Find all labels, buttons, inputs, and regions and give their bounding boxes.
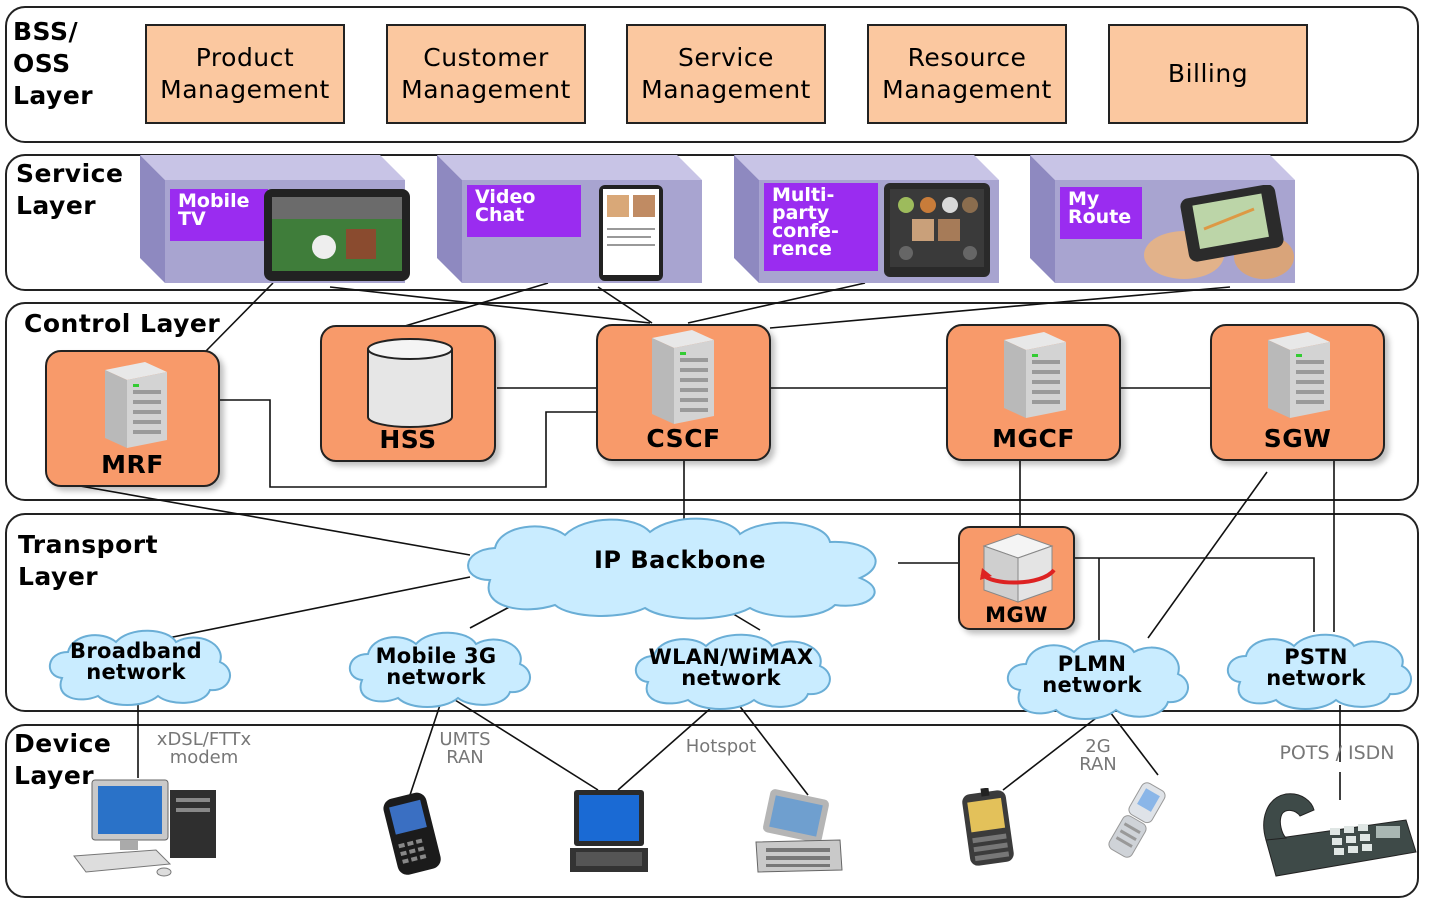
conference-device-icon — [884, 183, 990, 277]
service-my-route: My Route — [1030, 155, 1300, 285]
wlan-wimax-network-label: WLAN/WiMAX network — [648, 645, 814, 690]
cloud-icon — [1226, 633, 1413, 710]
flip-phone-icon — [1108, 782, 1166, 858]
palm-phone-icon — [962, 788, 1014, 866]
cloud-icon — [467, 517, 877, 620]
server-icon — [105, 362, 167, 448]
product-management-box: Product Management — [145, 24, 345, 124]
xdsl-fttx-modem-label: xDSL/FTTx modem — [156, 729, 252, 768]
server-icon — [1004, 332, 1066, 418]
server-icon — [652, 330, 714, 424]
service-mobile-tv: Mobile TV — [140, 155, 410, 285]
gps-phone-icon — [1144, 185, 1294, 279]
gateway-cube-icon — [980, 533, 1056, 603]
cloud-icon — [348, 631, 532, 708]
sgw-label: SGW — [1263, 424, 1332, 453]
hotspot-label: Hotspot — [685, 736, 757, 757]
mgw-node: MGW — [958, 526, 1075, 630]
bss-oss-layer-label: BSS/ OSS Layer — [13, 17, 94, 110]
my-route-label: My Route — [1060, 187, 1142, 239]
mobile-3g-network-label: Mobile 3G network — [375, 644, 497, 689]
tablet-tv-icon — [264, 189, 410, 281]
transport-layer-label: Transport Layer — [18, 530, 159, 591]
desktop-computer-icon — [73, 779, 216, 877]
cscf-label: CSCF — [646, 424, 721, 453]
ip-backbone-label: IP Backbone — [593, 546, 767, 574]
cloud-icon — [634, 633, 831, 710]
2g-ran-label: 2G RAN — [1079, 736, 1117, 775]
device-layer-label: Device Layer — [14, 729, 112, 790]
service-multiparty-conference: Multi- party confe- rence — [734, 155, 1004, 285]
resource-management-box: Resource Management — [867, 24, 1067, 124]
service-video-chat: Video Chat — [437, 155, 707, 285]
sgw-node: SGW — [1210, 324, 1385, 461]
video-phone-icon — [599, 185, 663, 281]
service-management-box: Service Management — [626, 24, 826, 124]
mgcf-node: MGCF — [946, 324, 1121, 461]
service-layer-label: Service Layer — [16, 159, 124, 220]
server-icon — [1268, 332, 1330, 418]
video-chat-label: Video Chat — [467, 185, 581, 237]
broadband-network-label: Broadband network — [70, 639, 202, 684]
multiparty-conference-label: Multi- party confe- rence — [764, 183, 878, 271]
pstn-network-label: PSTN network — [1266, 645, 1366, 690]
desk-telephone-icon — [1263, 793, 1417, 877]
mgw-label: MGW — [985, 603, 1048, 627]
hss-label: HSS — [379, 425, 437, 454]
umts-ran-label: UMTS RAN — [439, 729, 491, 768]
device-layer-panel — [5, 724, 1419, 898]
mgcf-label: MGCF — [992, 424, 1075, 453]
customer-management-box: Customer Management — [386, 24, 586, 124]
plmn-network-label: PLMN network — [1042, 652, 1142, 697]
mrf-label: MRF — [101, 450, 164, 479]
pots-isdn-label: POTS / ISDN — [1279, 742, 1395, 764]
cloud-icon — [1006, 639, 1190, 720]
mrf-node: MRF — [45, 350, 220, 487]
pda-icon — [755, 789, 843, 873]
hss-node: HSS — [320, 325, 496, 462]
mobile-tv-label: Mobile TV — [170, 189, 268, 241]
cscf-node: CSCF — [596, 324, 771, 461]
smartphone-icon — [383, 792, 441, 875]
control-layer-label: Control Layer — [24, 309, 221, 338]
database-icon — [367, 338, 453, 428]
cloud-icon — [48, 629, 232, 706]
billing-box: Billing — [1108, 24, 1308, 124]
laptop-icon — [570, 790, 648, 872]
